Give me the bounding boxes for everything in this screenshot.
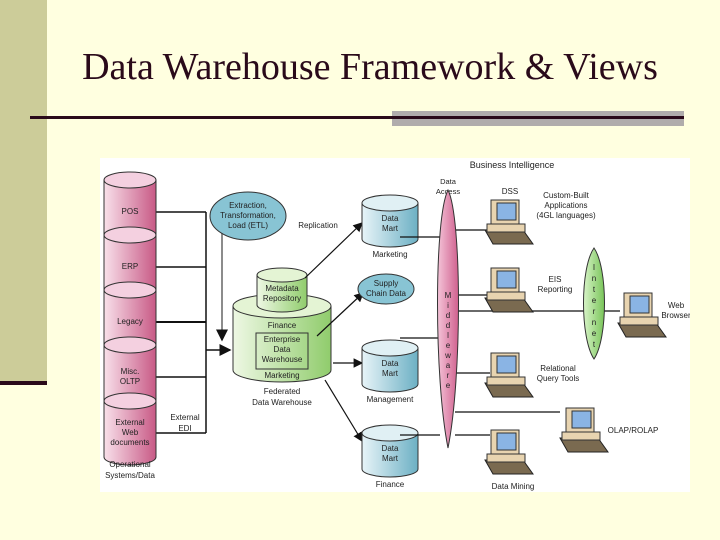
external-edi-label: External (170, 413, 200, 422)
federated-warehouse: Metadata Repository Finance Enterprise D… (232, 267, 332, 407)
middleware-letter: w (444, 351, 451, 360)
operational-label: Operational (109, 460, 151, 469)
source-label: External (115, 418, 145, 427)
client-label-eis: Reporting (538, 285, 573, 294)
middleware-letter: i (447, 301, 449, 310)
framework-diagram: Business Intelligence Data Access POSERP… (100, 158, 691, 492)
client-label-web: Browser (661, 311, 690, 320)
middleware-letter: d (446, 311, 450, 320)
middleware-letter: M (445, 291, 452, 300)
warehouse-marketing-label: Marketing (264, 371, 299, 380)
warehouse-caption: Federated (264, 387, 300, 396)
warehouse-caption: Data Warehouse (252, 398, 312, 407)
source-label: POS (122, 207, 139, 216)
middleware-letter: r (447, 371, 450, 380)
warehouse-inner-label: Data (274, 345, 291, 354)
etl-label: Transformation, (220, 211, 276, 220)
warehouse-finance-label: Finance (268, 321, 297, 330)
internet-letter: t (593, 340, 596, 349)
custom-apps-label: (4GL languages) (536, 211, 596, 220)
source-label: OLTP (120, 377, 140, 386)
source-label: Web (122, 428, 139, 437)
source-label: ERP (122, 262, 138, 271)
etl-label: Extraction, (229, 201, 267, 210)
custom-apps-label: Custom-Built (543, 191, 590, 200)
client-label-eis: EIS (549, 275, 562, 284)
client-label-web: Web (668, 301, 685, 310)
left-accent-underline (0, 381, 47, 385)
client-label-data-mining: Data Mining (492, 482, 535, 491)
middleware-letter: a (446, 361, 451, 370)
source-connectors (156, 211, 232, 434)
computer-icon (484, 352, 534, 398)
source-label: Misc. (121, 367, 140, 376)
internet-letter: n (592, 274, 596, 283)
internet-letter: I (593, 263, 595, 272)
computer-icon (617, 292, 667, 338)
middleware-letter: e (446, 341, 451, 350)
middleware-letter: l (447, 331, 449, 340)
external-edi-label: EDI (178, 424, 191, 433)
custom-apps-label: Applications (544, 201, 587, 210)
source-label: documents (110, 438, 149, 447)
replication-label: Replication (298, 221, 338, 230)
title-rule (30, 116, 684, 119)
data-mart-label: Mart (382, 224, 399, 233)
operational-label: Systems/Data (105, 471, 155, 480)
left-accent-bar (0, 0, 47, 383)
metadata-label: Repository (263, 294, 301, 303)
data-mart-label: Mart (382, 369, 399, 378)
mart-arrows (304, 222, 364, 443)
supply-chain-node: Supply Chain Data (357, 273, 415, 305)
middleware-letter: d (446, 321, 450, 330)
internet-letter: t (593, 285, 596, 294)
client-label-dss: DSS (502, 187, 518, 196)
slide-title: Data Warehouse Framework & Views (82, 46, 658, 88)
computer-icon (484, 267, 534, 313)
warehouse-inner-label: Enterprise (264, 335, 301, 344)
supply-chain-label: Chain Data (366, 289, 407, 298)
client-label-relational: Relational (540, 364, 576, 373)
data-mart-label: Mart (382, 454, 399, 463)
middleware-letter: e (446, 381, 451, 390)
business-intelligence-header: Business Intelligence (470, 160, 555, 170)
data-mart-label: Data (382, 214, 399, 223)
internet-letter: e (592, 296, 597, 305)
computer-icon (484, 429, 534, 475)
metadata-label: Metadata (265, 284, 299, 293)
client-connectors (400, 229, 620, 436)
data-access-label: Data (440, 177, 457, 186)
computer-icon (484, 199, 534, 245)
data-mart-caption: Management (367, 395, 414, 404)
data-mart-caption: Finance (376, 480, 405, 489)
warehouse-inner-label: Warehouse (262, 355, 303, 364)
internet-letter: e (592, 329, 597, 338)
internet-letter: n (592, 318, 596, 327)
internet-letter: r (593, 307, 596, 316)
client-label-relational: Query Tools (537, 374, 580, 383)
client-label-olap: OLAP/ROLAP (608, 426, 659, 435)
etl-node: Extraction, Transformation, Load (ETL) (209, 191, 287, 241)
etl-label: Load (ETL) (228, 221, 268, 230)
data-mart-caption: Marketing (372, 250, 407, 259)
source-label: Legacy (117, 317, 143, 326)
supply-chain-label: Supply (374, 279, 398, 288)
computer-icon (559, 407, 609, 453)
data-mart-label: Data (382, 359, 399, 368)
data-mart-label: Data (382, 444, 399, 453)
